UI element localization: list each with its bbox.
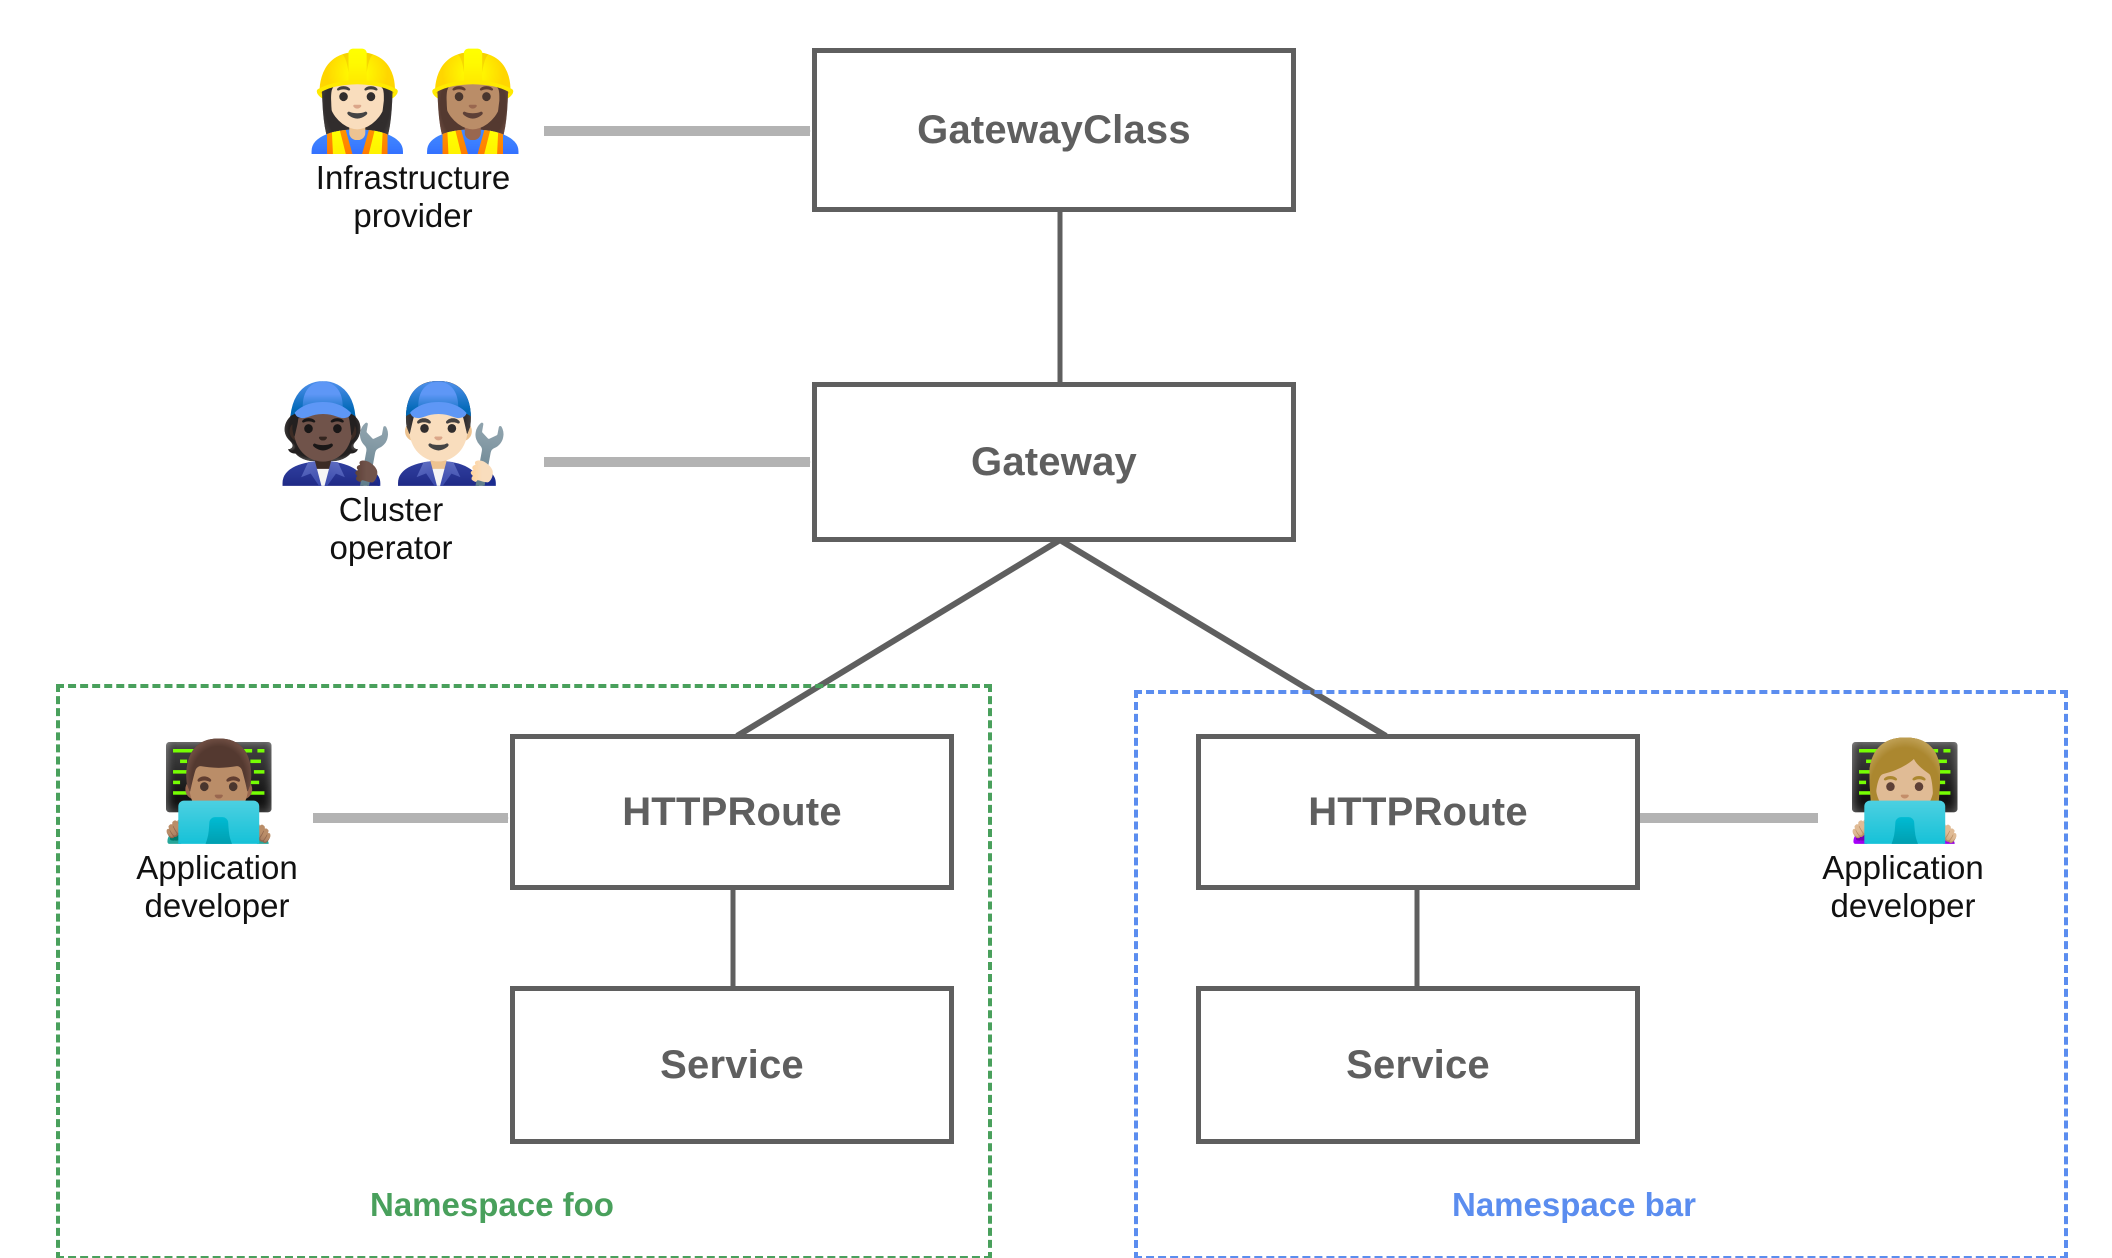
persona-application-developer-bar: 👩🏼‍💻 Application developer: [1790, 738, 2016, 925]
persona-cluster-operator: 🧑🏿‍🔧👨🏻‍🔧 Cluster operator: [246, 380, 536, 567]
connector-gateway-to-httproute-foo: [735, 537, 1062, 739]
namespace-bar-label: Namespace bar: [1452, 1186, 1696, 1223]
persona-application-developer-bar-caption: Application developer: [1822, 848, 1984, 925]
node-httproute-bar[interactable]: HTTPRoute: [1196, 734, 1640, 890]
namespace-foo-label: Namespace foo: [370, 1186, 614, 1223]
persona-infrastructure-provider: 👷🏻‍♀️👷🏽‍♀️ Infrastructure provider: [268, 48, 558, 235]
persona-application-developer-foo: 👨🏽‍💻 Application developer: [104, 738, 330, 925]
node-gatewayclass-label: GatewayClass: [917, 108, 1191, 152]
node-service-bar-label: Service: [1346, 1043, 1490, 1087]
node-service-foo[interactable]: Service: [510, 986, 954, 1144]
node-service-bar[interactable]: Service: [1196, 986, 1640, 1144]
technologist-icon: 👨🏽‍💻: [159, 738, 279, 845]
persona-cluster-operator-caption: Cluster operator: [329, 490, 453, 567]
node-gateway-label: Gateway: [971, 440, 1137, 484]
connector-gateway-to-httproute-bar: [1058, 537, 1388, 739]
persona-application-developer-foo-caption: Application developer: [136, 848, 298, 925]
node-gateway[interactable]: Gateway: [812, 382, 1296, 542]
mechanic-icon: 🧑🏿‍🔧👨🏻‍🔧: [275, 380, 510, 487]
namespace-bar-boundary: [1134, 690, 2068, 1258]
node-httproute-foo[interactable]: HTTPRoute: [510, 734, 954, 890]
persona-infrastructure-provider-caption: Infrastructure provider: [315, 158, 511, 235]
namespace-foo-boundary: [56, 684, 992, 1258]
node-httproute-foo-label: HTTPRoute: [622, 790, 842, 834]
construction-worker-icon: 👷🏻‍♀️👷🏽‍♀️: [297, 48, 532, 155]
technologist-icon: 👩🏼‍💻: [1845, 738, 1965, 845]
node-service-foo-label: Service: [660, 1043, 804, 1087]
node-httproute-bar-label: HTTPRoute: [1308, 790, 1528, 834]
node-gatewayclass[interactable]: GatewayClass: [812, 48, 1296, 212]
